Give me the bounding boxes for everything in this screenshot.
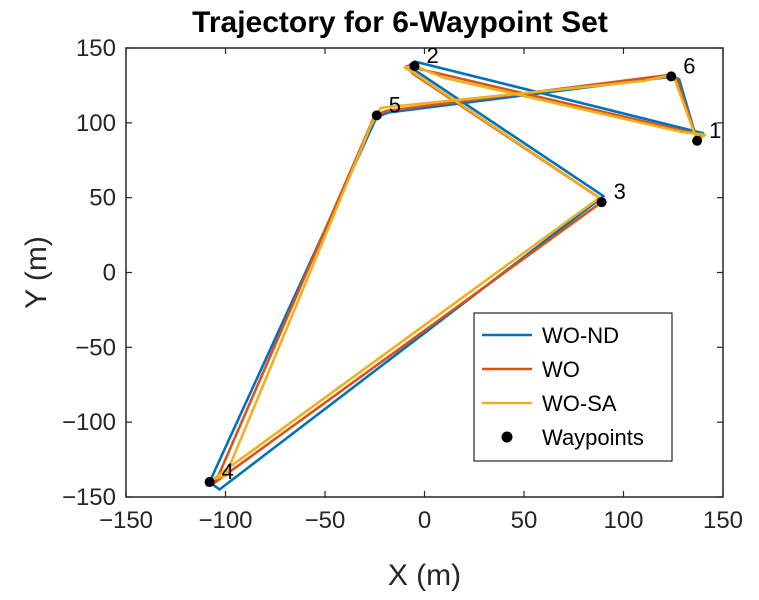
legend-box (473, 312, 673, 462)
y-tick-label: −100 (62, 409, 116, 436)
axis-ticks (125, 47, 724, 498)
waypoint-marker-5 (371, 110, 382, 121)
waypoint-label-3: 3 (614, 179, 626, 204)
waypoint-marker-3 (596, 197, 607, 208)
y-tick-label: 100 (76, 110, 116, 137)
legend-label-wo: WO (542, 357, 580, 382)
waypoint-marker-4 (204, 477, 215, 488)
waypoint-label-1: 1 (709, 118, 721, 143)
x-tick-label: −150 (99, 507, 153, 534)
x-tick-label: 50 (511, 507, 538, 534)
waypoint-marker-6 (666, 71, 677, 82)
y-tick-label: −50 (75, 334, 116, 361)
x-axis-label: X (m) (388, 559, 461, 592)
y-tick-label: 50 (89, 185, 116, 212)
x-tick-label: 100 (603, 507, 643, 534)
legend-label-waypoints: Waypoints (542, 425, 644, 450)
waypoint-label-6: 6 (683, 53, 695, 78)
legend-label-wo-nd: WO-ND (542, 323, 619, 348)
y-tick-label: 150 (76, 35, 116, 62)
x-tick-label: −100 (198, 507, 252, 534)
legend: WO-ND WO WO-SA Waypoints (473, 312, 673, 462)
waypoint-label-5: 5 (389, 92, 401, 117)
waypoint-marker-2 (409, 60, 420, 71)
y-tick-label: 0 (103, 260, 116, 287)
chart-title: Trajectory for 6-Waypoint Set (192, 6, 608, 39)
x-tick-label: 150 (703, 507, 743, 534)
waypoint-label-4: 4 (222, 459, 234, 484)
waypoint-layer: 1 2 3 4 5 6 (204, 43, 721, 488)
series-line-wo-sa (212, 64, 707, 481)
legend-label-wo-sa: WO-SA (542, 391, 617, 416)
x-tick-label: −50 (305, 507, 346, 534)
legend-swatch-waypoints (501, 431, 513, 443)
waypoint-marker-1 (692, 135, 703, 146)
x-tick-label: 0 (418, 507, 431, 534)
tick-labels: −150 −100 −50 0 50 100 150 −150 −100 −50 0 50 100 150 (62, 35, 743, 534)
y-axis-label: Y (m) (20, 236, 53, 309)
y-tick-label: −150 (62, 484, 116, 511)
waypoint-label-2: 2 (427, 43, 439, 68)
